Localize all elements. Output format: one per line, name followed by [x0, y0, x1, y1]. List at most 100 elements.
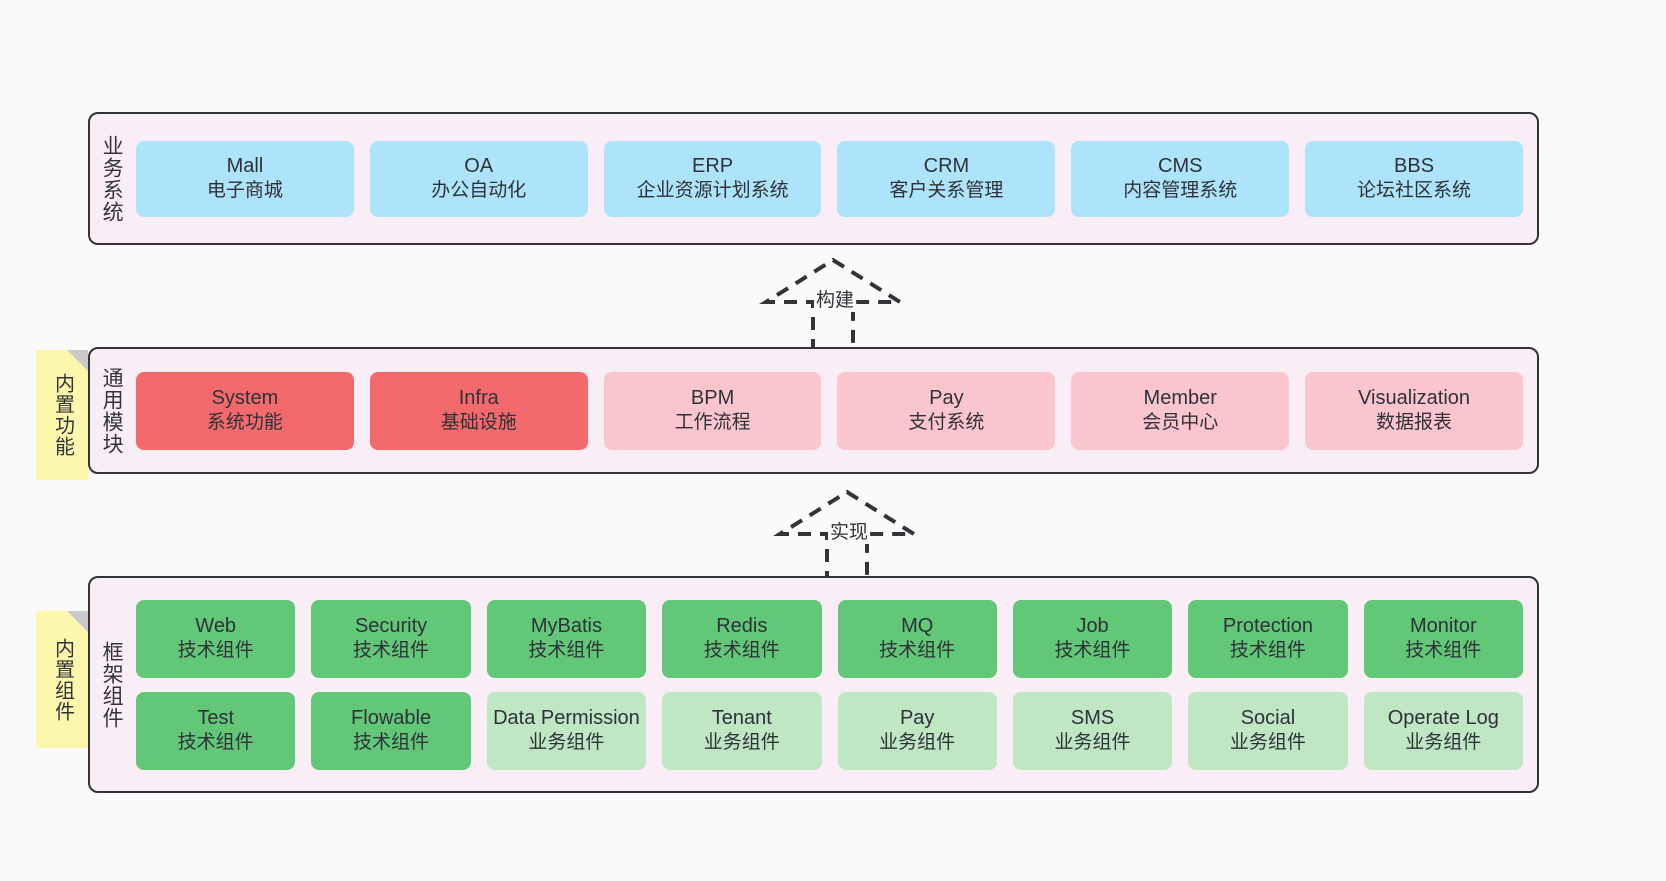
layer-business-system: 业务系统 Mall 电子商城 OA 办公自动化 ERP 企业资源计划系统 CRM…	[88, 112, 1539, 245]
card-title-cn: 技术组件	[177, 732, 254, 754]
card-title-en: Flowable	[351, 707, 432, 730]
card-member[interactable]: Member 会员中心	[1071, 371, 1290, 450]
card-title-cn: 技术组件	[528, 640, 605, 662]
card-title-en: Tenant	[711, 707, 772, 730]
layer-card-container: System 系统功能 Infra 基础设施 BPM 工作流程 Pay 支付系统…	[132, 349, 1537, 472]
card-title-cn: 工作流程	[674, 412, 751, 434]
card-sms[interactable]: SMS 业务组件	[1012, 691, 1173, 770]
card-title-en: Mall	[226, 155, 264, 178]
card-bbs[interactable]: BBS 论坛社区系统	[1305, 140, 1523, 217]
card-social[interactable]: Social 业务组件	[1188, 691, 1348, 770]
card-title-cn: 业务组件	[879, 732, 956, 754]
card-title-cn: 技术组件	[1229, 640, 1306, 662]
card-title-cn: 电子商城	[206, 180, 283, 202]
card-title-cn: 办公自动化	[431, 180, 527, 202]
card-title-cn: 基础设施	[440, 412, 517, 434]
card-title-cn: 业务组件	[1054, 732, 1131, 754]
card-title-cn: 技术组件	[353, 640, 430, 662]
card-row: System 系统功能 Infra 基础设施 BPM 工作流程 Pay 支付系统…	[136, 371, 1523, 450]
card-title-en: System	[211, 387, 279, 410]
card-title-cn: 技术组件	[703, 640, 780, 662]
sticky-note-builtin-component: 内置组件	[36, 611, 88, 748]
card-title-en: Operate Log	[1387, 707, 1499, 730]
card-oa[interactable]: OA 办公自动化	[369, 140, 588, 217]
card-job[interactable]: Job 技术组件	[1012, 599, 1173, 678]
card-title-en: Visualization	[1358, 387, 1471, 410]
layer-title: 框架组件	[100, 640, 124, 729]
card-title-cn: 内容管理系统	[1123, 180, 1238, 202]
card-visualization[interactable]: Visualization 数据报表	[1305, 371, 1523, 450]
card-title-en: MQ	[901, 615, 934, 638]
card-row: Mall 电子商城 OA 办公自动化 ERP 企业资源计划系统 CRM 客户关系…	[136, 140, 1523, 217]
sticky-note-label: 内置功能	[51, 373, 74, 457]
card-title-en: Infra	[458, 387, 499, 410]
card-title-cn: 业务组件	[528, 732, 605, 754]
card-title-en: CMS	[1158, 155, 1203, 178]
card-title-en: Test	[197, 707, 235, 730]
layer-card-container: Web 技术组件 Security 技术组件 MyBatis 技术组件 Redi…	[132, 578, 1537, 791]
card-protection[interactable]: Protection 技术组件	[1188, 599, 1348, 678]
arrow-build: 构建	[758, 256, 908, 352]
card-title-cn: 技术组件	[1405, 640, 1482, 662]
arrow-up-icon	[759, 257, 907, 352]
card-title-en: CRM	[923, 155, 970, 178]
card-title-en: Redis	[716, 615, 768, 638]
card-crm[interactable]: CRM 客户关系管理	[837, 140, 1056, 217]
card-data-permission[interactable]: Data Permission 业务组件	[486, 691, 647, 770]
card-infra[interactable]: Infra 基础设施	[369, 371, 588, 450]
card-title-cn: 数据报表	[1376, 412, 1453, 434]
card-title-cn: 业务组件	[703, 732, 780, 754]
card-row: Test 技术组件 Flowable 技术组件 Data Permission …	[136, 691, 1523, 770]
card-title-en: Social	[1240, 707, 1296, 730]
card-security[interactable]: Security 技术组件	[311, 599, 471, 678]
sticky-note-label: 内置组件	[51, 637, 74, 722]
arrow-label: 实现	[828, 522, 871, 544]
layer-common-module: 通用模块 System 系统功能 Infra 基础设施 BPM 工作流程 Pay…	[88, 347, 1539, 474]
card-title-cn: 会员中心	[1142, 412, 1219, 434]
card-operate-log[interactable]: Operate Log 业务组件	[1363, 691, 1523, 770]
card-flowable[interactable]: Flowable 技术组件	[311, 691, 471, 770]
card-monitor[interactable]: Monitor 技术组件	[1363, 599, 1523, 678]
arrow-implement: 实现	[772, 488, 922, 584]
card-title-cn: 业务组件	[1229, 732, 1306, 754]
card-bpm[interactable]: BPM 工作流程	[603, 371, 822, 450]
card-mall[interactable]: Mall 电子商城	[136, 140, 354, 217]
sticky-note-builtin-function: 内置功能	[36, 350, 88, 480]
card-title-en: SMS	[1070, 707, 1115, 730]
card-title-en: BBS	[1394, 155, 1435, 178]
arrow-label: 构建	[814, 290, 857, 312]
card-title-cn: 技术组件	[353, 732, 430, 754]
card-title-cn: 技术组件	[879, 640, 956, 662]
card-row: Web 技术组件 Security 技术组件 MyBatis 技术组件 Redi…	[136, 599, 1523, 678]
card-title-en: OA	[464, 155, 494, 178]
card-title-en: Monitor	[1409, 615, 1477, 638]
card-mybatis[interactable]: MyBatis 技术组件	[486, 599, 647, 678]
layer-title: 通用模块	[100, 366, 124, 455]
card-cms[interactable]: CMS 内容管理系统	[1071, 140, 1290, 217]
layer-title: 业务系统	[100, 134, 124, 223]
card-title-cn: 技术组件	[1054, 640, 1131, 662]
card-title-en: Pay	[899, 707, 935, 730]
card-system[interactable]: System 系统功能	[136, 371, 354, 450]
card-title-cn: 业务组件	[1405, 732, 1482, 754]
card-web[interactable]: Web 技术组件	[136, 599, 296, 678]
card-title-en: Web	[195, 615, 237, 638]
card-redis[interactable]: Redis 技术组件	[662, 599, 822, 678]
card-title-en: ERP	[692, 155, 734, 178]
card-title-cn: 技术组件	[177, 640, 254, 662]
arrow-up-icon	[773, 489, 921, 584]
card-pay[interactable]: Pay 支付系统	[837, 371, 1056, 450]
card-title-en: Pay	[929, 387, 964, 410]
card-title-en: Security	[354, 615, 428, 638]
card-title-cn: 论坛社区系统	[1357, 180, 1472, 202]
card-title-cn: 企业资源计划系统	[636, 180, 789, 202]
layer-card-container: Mall 电子商城 OA 办公自动化 ERP 企业资源计划系统 CRM 客户关系…	[132, 114, 1537, 243]
layer-framework-component: 框架组件 Web 技术组件 Security 技术组件 MyBatis 技术组件…	[88, 576, 1539, 793]
card-mq[interactable]: MQ 技术组件	[837, 599, 997, 678]
card-tenant[interactable]: Tenant 业务组件	[662, 691, 822, 770]
card-title-en: Job	[1076, 615, 1109, 638]
card-title-en: BPM	[690, 387, 735, 410]
card-erp[interactable]: ERP 企业资源计划系统	[603, 140, 822, 217]
card-pay-business[interactable]: Pay 业务组件	[837, 691, 997, 770]
card-test[interactable]: Test 技术组件	[136, 691, 296, 770]
